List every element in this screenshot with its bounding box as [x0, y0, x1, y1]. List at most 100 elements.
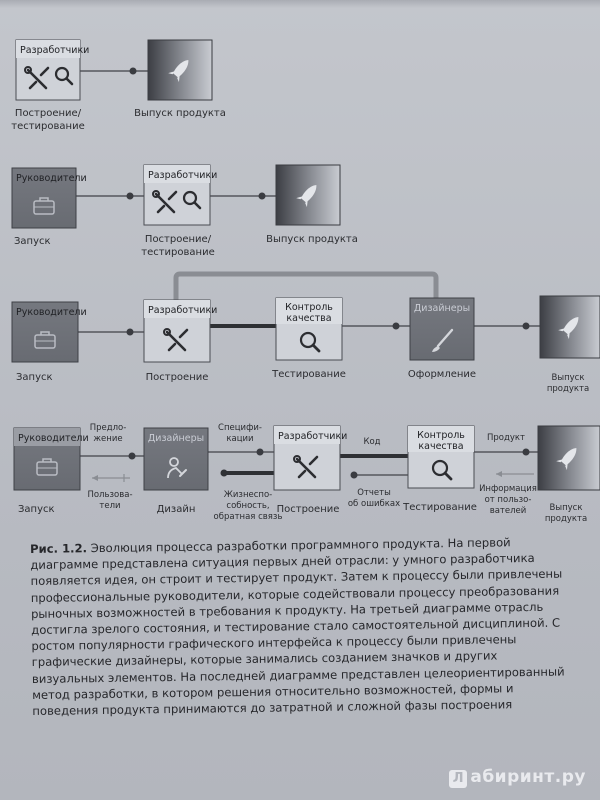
- process-evolution-diagram: Разработчики Построение/ тестирование: [11, 39, 600, 524]
- box-title: Руководители: [16, 307, 87, 318]
- developers-box: Разработчики: [143, 299, 217, 363]
- annotation-viability-line2: собность,: [226, 501, 269, 511]
- qa-box: Контроль качества: [275, 297, 343, 361]
- box-label-line2: продукта: [545, 514, 587, 524]
- magnifier-icon: [431, 459, 453, 481]
- box-title: Руководители: [16, 173, 87, 184]
- row-1: Разработчики Построение/ тестирование: [11, 39, 226, 132]
- box-title: Руководители: [18, 433, 89, 444]
- connector-dot: [128, 452, 136, 460]
- managers-box: Руководители: [11, 301, 87, 363]
- annotation-reports-line2: об ошибках: [348, 499, 400, 509]
- box-label: Запуск: [16, 372, 53, 383]
- tools-icon: [152, 190, 178, 214]
- box-label-line1: Построение/: [145, 234, 212, 245]
- arrow-left: [92, 475, 98, 481]
- box-label: Запуск: [18, 504, 55, 515]
- box-label-line1: Выпуск: [550, 503, 583, 513]
- top-page-edge: [0, 0, 600, 8]
- box-label: Оформление: [408, 369, 476, 380]
- connector-dot: [220, 469, 228, 477]
- tools-icon: [293, 455, 319, 479]
- connector-dot: [522, 448, 530, 456]
- connector-dot: [126, 192, 134, 200]
- annotation-reports-line1: Отчеты: [357, 488, 391, 498]
- annotation-code: Код: [363, 437, 380, 447]
- box-label-line1: Построение/: [15, 108, 82, 119]
- feedback-loop-line: [173, 271, 439, 300]
- box-label: Тестирование: [271, 369, 346, 380]
- briefcase-icon: [33, 197, 55, 215]
- box-title-line2: качества: [286, 313, 331, 324]
- box-label: Тестирование: [402, 502, 477, 513]
- product-box: [275, 164, 341, 226]
- connector-dot: [392, 322, 400, 330]
- qa-box: Контроль качества: [407, 425, 475, 489]
- pen-tool-icon: [167, 457, 187, 479]
- box-label: Дизайн: [157, 504, 196, 515]
- tools-icon: [163, 328, 189, 352]
- annotation-proposal-line1: Предло-: [90, 423, 127, 433]
- connector-dot: [129, 67, 137, 75]
- box-title: Разработчики: [148, 170, 217, 181]
- box-label-line2: тестирование: [11, 121, 84, 132]
- figure-caption: Рис. 1.2. Эволюция процесса разработки п…: [30, 533, 572, 719]
- product-box: [537, 425, 600, 491]
- annotation-viability-line1: Жизнеспо-: [224, 490, 273, 500]
- magnifier-icon: [299, 331, 321, 353]
- designers-box: Дизайнеры: [143, 427, 209, 491]
- box-label: Построение: [277, 504, 340, 515]
- box-title: Разработчики: [148, 305, 217, 316]
- box-label: Построение: [146, 372, 209, 383]
- box-label-line2: тестирование: [141, 247, 214, 258]
- box-title: Разработчики: [278, 431, 347, 442]
- developers-box: Разработчики: [273, 425, 347, 491]
- box-title: Дизайнеры: [148, 433, 204, 444]
- magnifier-icon: [54, 66, 74, 86]
- tools-icon: [24, 66, 50, 90]
- annotation-users-line1: Пользова-: [87, 490, 132, 500]
- box-label: Выпуск продукта: [134, 108, 226, 119]
- connector-dot: [126, 328, 134, 336]
- row-3: Руководители Запуск Разработчики Построе…: [11, 271, 600, 394]
- developers-box: Разработчики: [15, 39, 89, 101]
- box-label-line2: продукта: [547, 384, 589, 394]
- box-title-line1: Контроль: [417, 430, 465, 441]
- connector-dot: [350, 471, 358, 479]
- annotation-userinfo-line3: вателей: [490, 506, 527, 516]
- box-label: Выпуск продукта: [266, 234, 358, 245]
- box-title: Разработчики: [20, 45, 89, 56]
- managers-box: Руководители: [13, 427, 89, 491]
- developers-box: Разработчики: [143, 164, 217, 226]
- caption-text: Эволюция процесса разработки программног…: [30, 535, 565, 719]
- connector-dot: [258, 192, 266, 200]
- caption-label: Рис. 1.2.: [30, 541, 88, 556]
- annotation-spec-line1: Специфи-: [218, 423, 262, 433]
- annotation-product: Продукт: [487, 433, 525, 443]
- annotation-viability-line3: обратная связь: [214, 512, 283, 522]
- briefcase-icon: [36, 458, 58, 476]
- briefcase-icon: [34, 331, 56, 349]
- rocket-icon: [558, 317, 579, 340]
- row-2: Руководители Запуск Разработчики: [11, 164, 358, 258]
- annotation-spec-line2: кации: [226, 434, 253, 444]
- annotation-userinfo-line2: от пользо-: [485, 495, 532, 505]
- box-title-line1: Контроль: [285, 302, 333, 313]
- rocket-icon: [556, 448, 577, 471]
- rocket-icon: [168, 60, 189, 83]
- product-box: [147, 39, 213, 101]
- box-label: Запуск: [14, 236, 51, 247]
- designers-box: Дизайнеры: [409, 297, 475, 361]
- row-4: Руководители Запуск Дизайнеры Дизайн: [13, 423, 600, 524]
- box-label-line1: Выпуск: [552, 373, 585, 383]
- rocket-icon: [296, 185, 317, 208]
- annotation-users-line2: тели: [99, 501, 120, 511]
- arrow-left: [496, 471, 502, 477]
- box-title: Дизайнеры: [414, 303, 470, 314]
- product-box: [539, 295, 600, 359]
- watermark-text: абиринт.ру: [470, 767, 586, 787]
- annotation-userinfo-line1: Информация: [479, 484, 537, 494]
- watermark-logo: Л: [449, 770, 468, 788]
